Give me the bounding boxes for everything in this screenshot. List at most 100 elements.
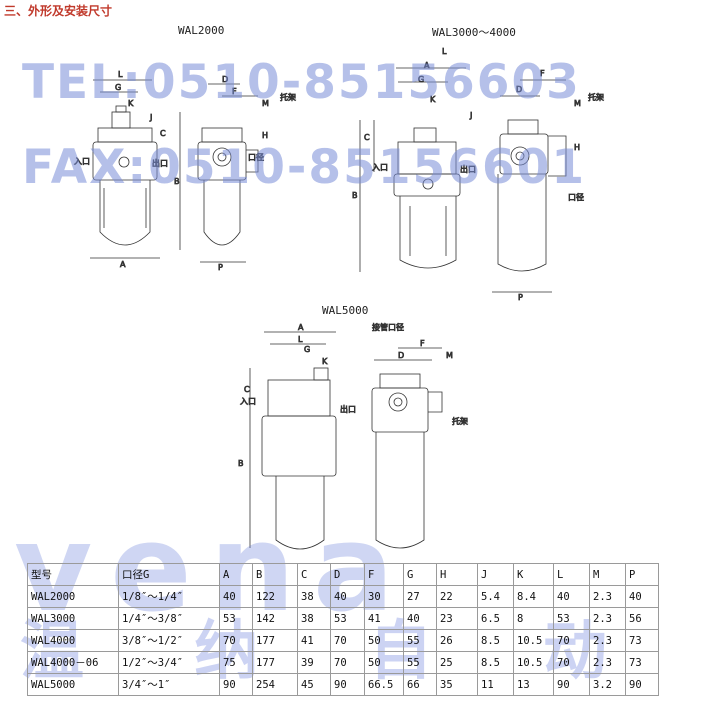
dim-label: G: [115, 83, 121, 92]
dim-label: P: [218, 263, 223, 272]
table-cell: 27: [403, 585, 437, 608]
dim-label: B: [352, 191, 358, 200]
table-cell: 73: [625, 629, 659, 652]
table-cell: 41: [364, 607, 404, 630]
dim-label: J: [149, 113, 152, 122]
table-cell: 90: [553, 673, 590, 696]
dim-label: K: [128, 99, 134, 108]
table-cell: 40: [403, 607, 437, 630]
spec-table: 型号 口径G A B C D F G H J K L M P WAL2000 1…: [27, 563, 659, 696]
table-cell: 1/4″～3/8″: [118, 607, 220, 630]
dim-label: F: [232, 87, 237, 96]
dim-label: L: [298, 335, 303, 344]
table-cell: 2.3: [589, 651, 626, 674]
table-cell: 90: [625, 673, 659, 696]
table-cell: 8.5: [477, 629, 514, 652]
table-cell: 66.5: [364, 673, 404, 696]
dim-label: L: [442, 47, 447, 56]
dim-label: H: [574, 143, 580, 152]
dim-label: D: [398, 351, 404, 360]
table-cell: 142: [252, 607, 298, 630]
table-cell: WAL5000: [27, 673, 119, 696]
table-cell: WAL4000－06: [27, 651, 119, 674]
dim-label: B: [174, 177, 180, 186]
table-cell: 39: [297, 651, 331, 674]
col-header: H: [436, 563, 478, 586]
dim-label: M: [446, 351, 453, 360]
bracket-label: 托架: [280, 92, 296, 102]
model-label-wal3000: WAL3000～4000: [432, 26, 516, 39]
wal2000-front-view: [90, 79, 181, 259]
table-cell: 5.4: [477, 585, 514, 608]
dim-label: F: [420, 339, 425, 348]
wal3000-side-view: [492, 79, 567, 293]
table-row: WAL2000 1/8″～1/4″ 40 122 38 40 30 27 22 …: [27, 585, 659, 608]
dim-label: A: [424, 61, 430, 70]
wal3000-front-view: [359, 67, 466, 272]
col-header: K: [513, 563, 554, 586]
table-cell: 90: [330, 673, 365, 696]
dim-label: F: [540, 69, 545, 78]
table-header-row: 型号 口径G A B C D F G H J K L M P: [27, 563, 659, 586]
dim-label: A: [120, 260, 126, 269]
col-header: M: [589, 563, 626, 586]
dim-label: D: [516, 85, 522, 94]
dim-label: L: [118, 70, 123, 79]
outlet-label: 出口: [460, 164, 476, 174]
dim-label: M: [574, 99, 581, 108]
dim-label: D: [222, 75, 228, 84]
table-cell: 11: [477, 673, 514, 696]
table-cell: 6.5: [477, 607, 514, 630]
table-cell: 66: [403, 673, 437, 696]
table-cell: WAL4000: [27, 629, 119, 652]
bracket-label: 托架: [588, 92, 604, 102]
dim-label: B: [238, 459, 244, 468]
table-cell: 45: [297, 673, 331, 696]
table-cell: 70: [219, 629, 253, 652]
dim-label: K: [322, 357, 328, 366]
inlet-label: 入口: [240, 397, 256, 406]
dim-label: C: [160, 129, 166, 138]
table-cell: 2.3: [589, 585, 626, 608]
wal5000-front-view: [249, 331, 337, 550]
dim-label: C: [244, 385, 250, 394]
col-header: F: [364, 563, 404, 586]
table-cell: 40: [219, 585, 253, 608]
dim-label: K: [430, 95, 436, 104]
table-cell: WAL2000: [27, 585, 119, 608]
table-row: WAL3000 1/4″～3/8″ 53 142 38 53 41 40 23 …: [27, 607, 659, 630]
dim-label: H: [262, 131, 268, 140]
table-cell: 53: [553, 607, 590, 630]
dim-label: M: [262, 99, 269, 108]
table-cell: 75: [219, 651, 253, 674]
dim-label: A: [298, 323, 304, 332]
table-cell: 2.3: [589, 629, 626, 652]
table-cell: 1/8″～1/4″: [118, 585, 220, 608]
col-header: 口径G: [118, 563, 220, 586]
col-header: A: [219, 563, 253, 586]
table-row: WAL4000 3/8″～1/2″ 70 177 41 70 50 55 26 …: [27, 629, 659, 652]
dim-label: G: [418, 75, 424, 84]
table-cell: 73: [625, 651, 659, 674]
table-cell: 90: [219, 673, 253, 696]
technical-drawings: L G K J C B A 入口 出口 D F M H P 托架 口径 L A …: [74, 47, 604, 550]
table-cell: 56: [625, 607, 659, 630]
col-header: D: [330, 563, 365, 586]
table-cell: 55: [403, 629, 437, 652]
col-header: P: [625, 563, 659, 586]
outlet-label: 出口: [340, 404, 356, 414]
table-cell: 8.4: [513, 585, 554, 608]
table-cell: 53: [219, 607, 253, 630]
table-cell: 23: [436, 607, 478, 630]
col-header: J: [477, 563, 514, 586]
dim-label: C: [364, 133, 370, 142]
col-header: 型号: [27, 563, 119, 586]
table-cell: 3/4″～1″: [118, 673, 220, 696]
col-header: C: [297, 563, 331, 586]
port-label: 口径: [248, 152, 264, 162]
inlet-label: 入口: [372, 163, 388, 172]
table-row: WAL4000－06 1/2″～3/4″ 75 177 39 70 50 55 …: [27, 651, 659, 674]
table-cell: 55: [403, 651, 437, 674]
bracket-label: 托架: [452, 416, 468, 426]
table-cell: 35: [436, 673, 478, 696]
